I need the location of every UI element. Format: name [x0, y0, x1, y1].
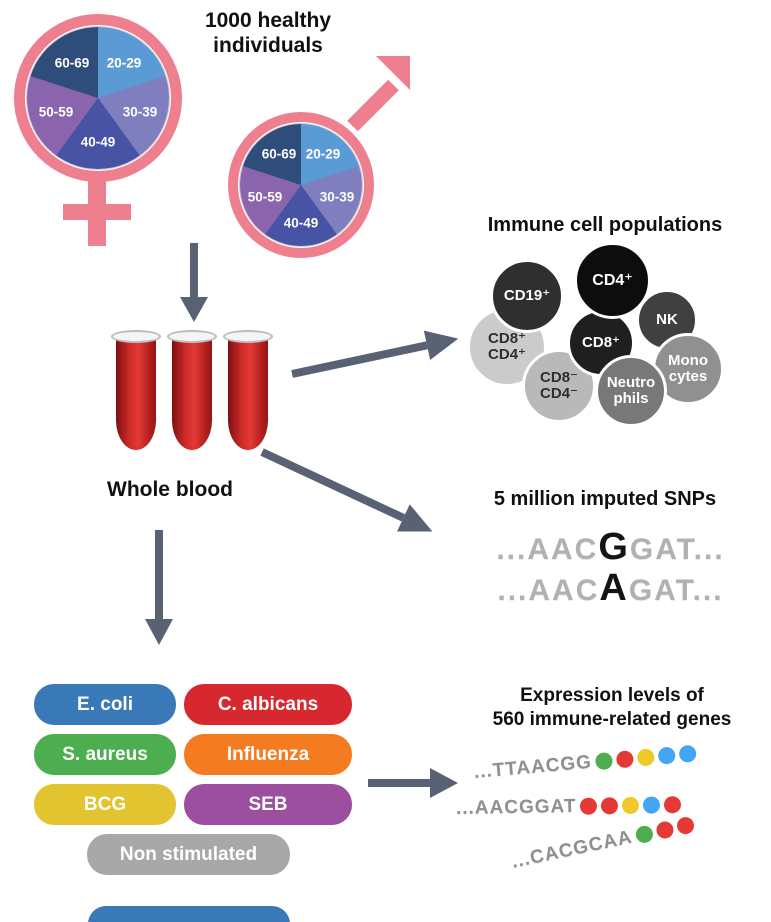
arrow-stimuli-to-expression — [368, 768, 458, 798]
age-label-40-49: 40-49 — [80, 134, 116, 150]
cell-nk: NK — [636, 289, 698, 351]
age-label-20-29: 20-29 — [305, 146, 341, 162]
stimulus-seb: SEB — [184, 784, 352, 825]
expression-dot — [580, 797, 598, 815]
stimulus-influenza: Influenza — [184, 734, 352, 775]
age-label-60-69: 60-69 — [261, 146, 297, 162]
stimulus-s-aureus: S. aureus — [34, 734, 176, 775]
age-label-50-59: 50-59 — [247, 189, 283, 205]
expression-dot — [664, 796, 682, 814]
expression-dot — [675, 815, 696, 836]
arrow-blood-to-stimuli — [145, 530, 173, 645]
immune-cells-title: Immune cell populations — [487, 214, 723, 236]
snp-seq-suffix: GAT... — [629, 533, 725, 566]
arrow-blood-to-snps — [260, 448, 433, 532]
expression-dot — [654, 819, 676, 841]
expression-dot — [595, 751, 614, 771]
gene-sequence: ...TTAACGG — [473, 751, 593, 783]
expression-title: Expression levels of 560 immune-related … — [492, 685, 732, 730]
expression-dot — [634, 824, 655, 845]
blood-tube — [111, 330, 161, 450]
expression-dot — [636, 748, 656, 767]
male-age-pie-chart: 20-29 30-39 40-49 50-59 60-69 — [240, 124, 362, 246]
expression-dot — [601, 797, 619, 815]
stimulus-bcg: BCG — [34, 784, 176, 825]
tube-rim — [167, 330, 217, 343]
gene-sequence: ...AACGGAT — [455, 795, 577, 819]
expression-sequence-2: ...AACGGAT — [456, 794, 682, 820]
male-symbol-arrow-shaft — [347, 79, 399, 132]
snp-seq-suffix: GAT... — [628, 574, 724, 607]
age-label-20-29: 20-29 — [106, 55, 142, 71]
expression-dot — [678, 744, 698, 763]
age-label-40-49: 40-49 — [283, 215, 319, 231]
snp-variant-allele: A — [599, 567, 629, 609]
snps-title: 5 million imputed SNPs — [493, 488, 717, 510]
stimulus-c-albicans: C. albicans — [184, 684, 352, 725]
snp-seq-prefix: ...AAC — [497, 574, 600, 607]
snp-sequence-2: ...AACAGAT... — [468, 567, 753, 610]
expression-sequence-1: ...TTAACGG — [473, 743, 698, 784]
female-symbol: 20-29 30-39 40-49 50-59 60-69 — [14, 14, 182, 182]
expression-dot — [657, 746, 677, 765]
tube-rim — [111, 330, 161, 343]
stimulus-partial-cutoff — [88, 906, 290, 922]
arrow-cohort-to-blood — [180, 243, 208, 322]
whole-blood-label: Whole blood — [107, 478, 233, 501]
male-symbol: 20-29 30-39 40-49 50-59 60-69 — [228, 112, 374, 258]
expression-dot — [616, 750, 635, 769]
age-label-30-39: 30-39 — [122, 104, 158, 120]
cell-cd4: CD4⁺ — [574, 242, 651, 319]
age-label-50-59: 50-59 — [38, 104, 74, 120]
expression-dot — [622, 796, 640, 815]
tube-rim — [223, 330, 273, 343]
stimulus-non-stimulated: Non stimulated — [87, 834, 290, 875]
snp-seq-prefix: ...AAC — [496, 533, 599, 566]
blood-tube — [223, 330, 273, 450]
expression-sequence-3: ...CACGCAA — [510, 814, 696, 874]
cohort-title: 1000 healthy individuals — [204, 9, 332, 58]
female-age-pie-chart: 20-29 30-39 40-49 50-59 60-69 — [27, 27, 169, 169]
female-symbol-crossbar — [63, 204, 131, 220]
arrow-blood-to-cells — [291, 330, 459, 378]
snp-sequence-1: ...AACGGAT... — [468, 526, 753, 569]
gene-sequence: ...CACGCAA — [509, 826, 635, 873]
blood-tube — [167, 330, 217, 450]
cell-cd19: CD19⁺ — [490, 259, 564, 333]
stimulus-e-coli: E. coli — [34, 684, 176, 725]
age-label-30-39: 30-39 — [319, 189, 355, 205]
age-label-60-69: 60-69 — [54, 55, 90, 71]
cell-neutrophils: Neutro phils — [595, 355, 667, 427]
expression-dot — [643, 796, 661, 814]
snp-variant-allele: G — [598, 526, 630, 568]
